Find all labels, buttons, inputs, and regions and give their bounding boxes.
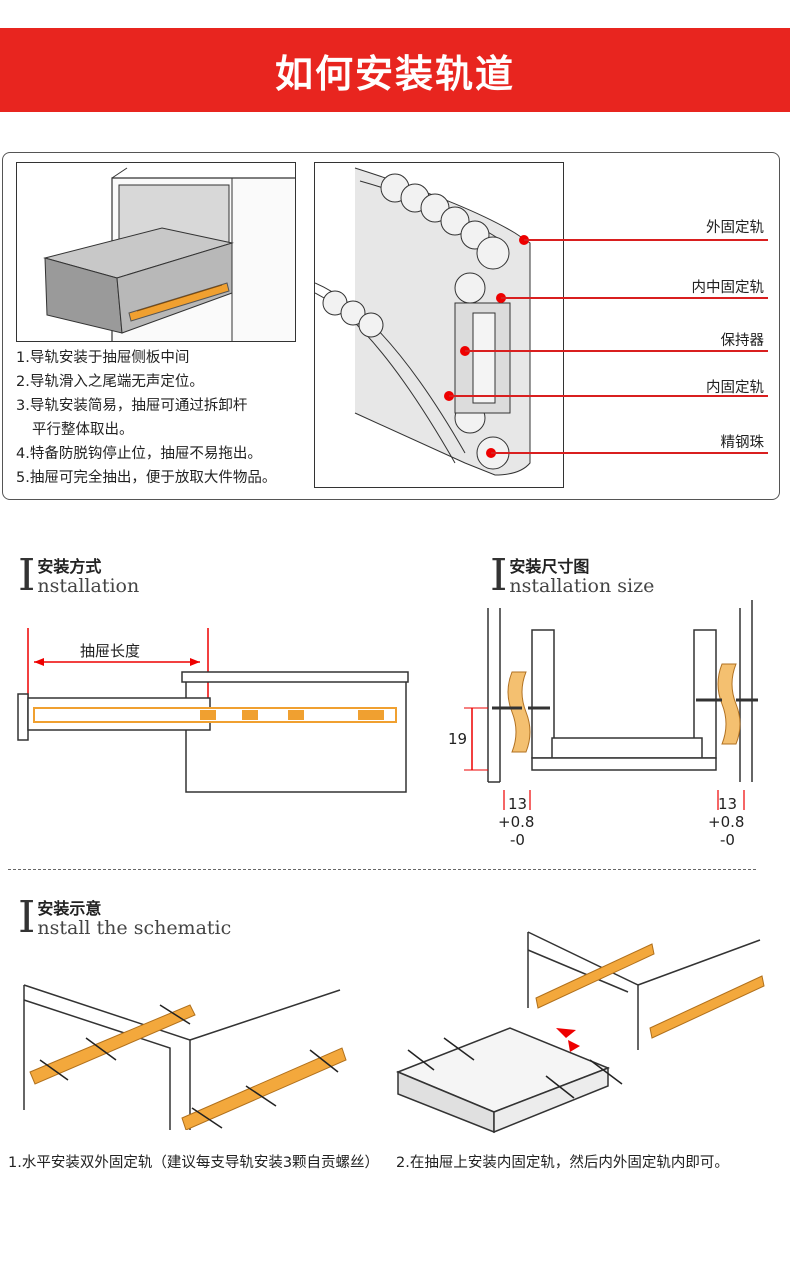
callout-label: 保持器 bbox=[720, 333, 765, 349]
callout-line bbox=[501, 297, 768, 299]
dim-height: 19 bbox=[448, 730, 468, 748]
callout-line bbox=[491, 452, 768, 454]
section-size-title: I 安装尺寸图 nstallation size bbox=[490, 550, 655, 601]
callout-label: 外固定轨 bbox=[706, 220, 764, 236]
dim-right-gap: 13 bbox=[718, 795, 738, 813]
callout-line bbox=[465, 350, 768, 352]
page-title: 如何安装轨道 bbox=[274, 51, 515, 96]
intro-steps: 1.导轨安装于抽屉侧板中间 2.导轨滑入之尾端无声定位。 3.导轨安装简易，抽屉… bbox=[16, 346, 276, 490]
dim-left-tol-plus: +0.8 bbox=[498, 813, 535, 831]
intro-step: 平行整体取出。 bbox=[32, 422, 134, 438]
size-drawing bbox=[464, 600, 758, 810]
callout-label: 内中固定轨 bbox=[691, 280, 765, 296]
title-initial: I bbox=[490, 550, 508, 601]
intro-step: 5.抽屉可完全抽出，便于放取大件物品。 bbox=[16, 470, 277, 486]
section-schematic-title: I 安装示意 nstall the schematic bbox=[18, 892, 232, 943]
title-en: nstall the schematic bbox=[37, 917, 232, 939]
installation-drawing bbox=[17, 628, 409, 793]
intro-panel bbox=[2, 152, 780, 500]
section-divider bbox=[8, 869, 756, 870]
dim-left-gap: 13 bbox=[508, 795, 528, 813]
dim-left-tol-minus: -0 bbox=[510, 831, 525, 849]
drawer-drawing bbox=[43, 167, 295, 341]
size-diagram bbox=[440, 600, 790, 850]
drawer-illustration bbox=[16, 162, 296, 342]
title-cn: 安装示意 bbox=[37, 899, 102, 918]
title-en: nstallation bbox=[37, 575, 140, 597]
callout-line bbox=[449, 395, 768, 397]
intro-step: 1.导轨安装于抽屉侧板中间 bbox=[16, 350, 190, 366]
intro-step: 2.导轨滑入之尾端无声定位。 bbox=[16, 374, 204, 390]
dim-right-tol-plus: +0.8 bbox=[708, 813, 745, 831]
section-installation-title: I 安装方式 nstallation bbox=[18, 550, 140, 601]
title-initial: I bbox=[18, 892, 36, 943]
callout-label: 精钢珠 bbox=[720, 435, 765, 451]
dim-right-tol-minus: -0 bbox=[720, 831, 735, 849]
title-cn: 安装尺寸图 bbox=[509, 557, 590, 576]
title-en: nstallation size bbox=[509, 575, 655, 597]
title-banner: 如何安装轨道 bbox=[0, 28, 790, 112]
callout-label: 内固定轨 bbox=[706, 380, 764, 396]
title-cn: 安装方式 bbox=[37, 557, 102, 576]
schematic-caption-left: 1.水平安装双外固定轨（建议每支导轨安装3颗自贡螺丝） bbox=[8, 1155, 380, 1171]
title-initial: I bbox=[18, 550, 36, 601]
schematic-left bbox=[0, 960, 380, 1131]
schematic-right bbox=[390, 900, 788, 1140]
installation-diagram bbox=[0, 620, 430, 800]
intro-step: 4.特备防脱钩停止位，抽屉不易拖出。 bbox=[16, 446, 262, 462]
callout-line bbox=[524, 239, 768, 241]
schematic-caption-right: 2.在抽屉上安装内固定轨，然后内外固定轨内即可。 bbox=[396, 1155, 729, 1171]
drawer-insert-drawing bbox=[396, 931, 765, 1134]
drawer-length-label: 抽屉长度 bbox=[80, 642, 141, 660]
intro-step: 3.导轨安装简易，抽屉可通过拆卸杆 bbox=[16, 398, 248, 414]
rail-cross-section bbox=[314, 162, 564, 488]
cabinet-rails-drawing bbox=[23, 984, 347, 1131]
rail-section-drawing bbox=[315, 167, 531, 476]
